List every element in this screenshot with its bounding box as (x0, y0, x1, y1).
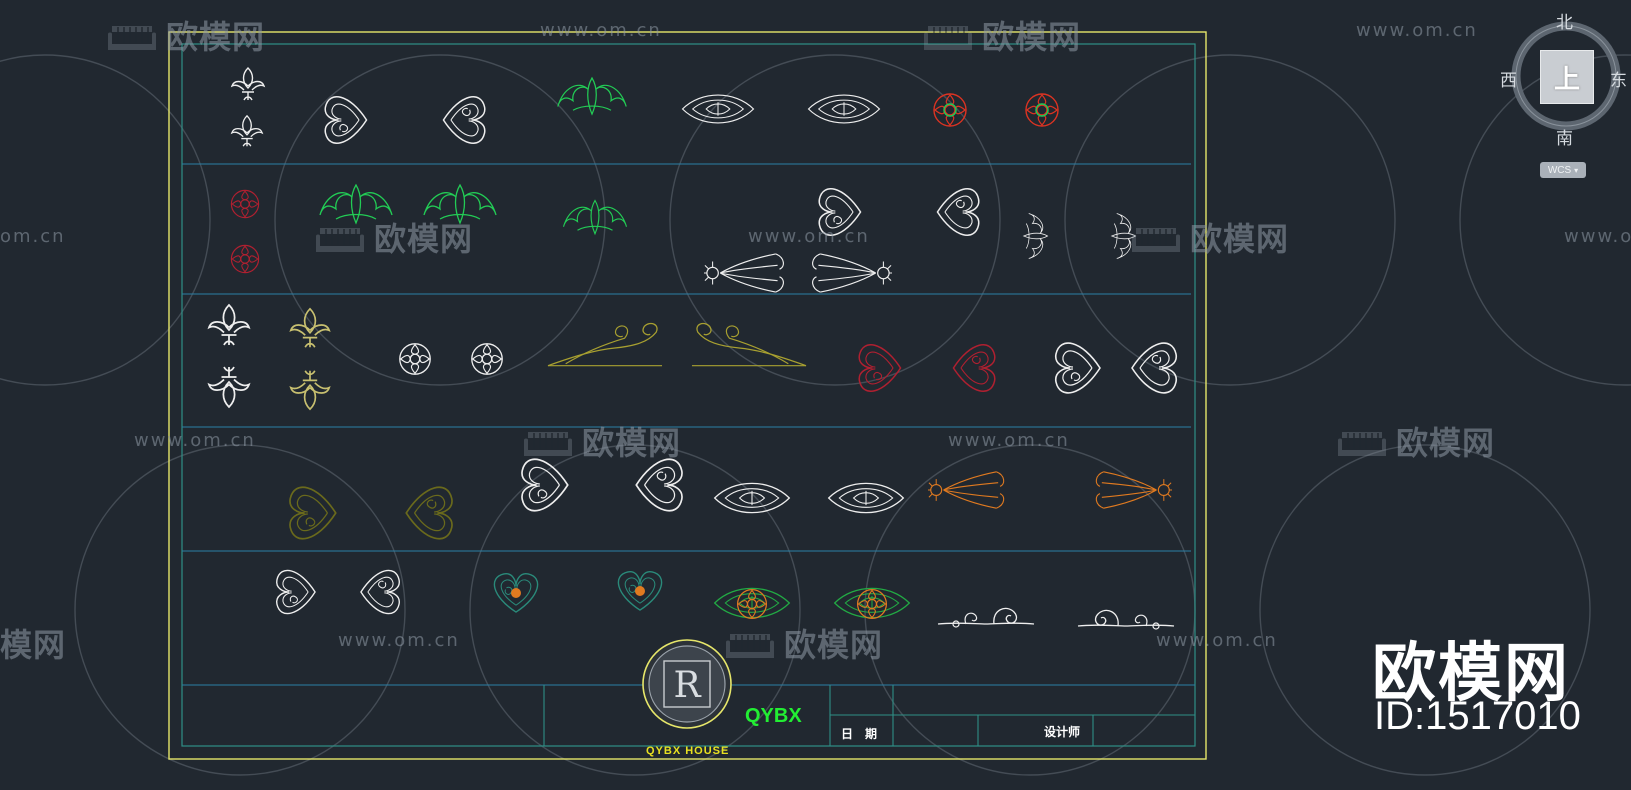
eye-scroll-icon (681, 94, 755, 124)
compass-north[interactable]: 北 (1556, 13, 1573, 33)
compass-east[interactable]: 东 (1610, 71, 1627, 91)
frame-inner (181, 43, 1196, 747)
fleur-de-lis-icon (208, 304, 250, 346)
fleur-de-lis-icon (289, 307, 331, 349)
acanthus-leaf-icon (562, 199, 628, 235)
model-id-text: ID:1517010 (1374, 694, 1581, 738)
designer-label: 设计师 (1044, 725, 1081, 739)
plume-ornament-icon (704, 253, 785, 293)
chevron-down-icon: ▾ (1574, 165, 1579, 175)
sofa-logo-icon (1128, 226, 1184, 256)
ornament-row-3 (208, 304, 1178, 411)
sofa-logo-icon (722, 632, 778, 662)
eye-scroll-icon (827, 482, 905, 514)
scroll-ornament-icon (937, 607, 1035, 628)
plume-ornament-icon (928, 471, 1005, 509)
medallion-ornament-icon (833, 587, 911, 619)
compass-south[interactable]: 南 (1556, 129, 1573, 149)
watermark-logo: 欧模网 (312, 214, 473, 260)
title-block-grid (543, 685, 1195, 746)
heart-scroll-icon (289, 486, 337, 540)
ornament-row-5 (275, 569, 1175, 630)
house-label: QYBX HOUSE (646, 745, 730, 757)
watermark-logo: 欧模网 (920, 12, 1081, 58)
heart-scroll-icon (936, 187, 980, 237)
compass-ring-icon[interactable] (1506, 12, 1626, 152)
watermark-url: om.cn (0, 226, 66, 247)
wave-scroll-icon (547, 322, 663, 367)
heart-scroll-icon (1131, 342, 1178, 394)
acanthus-leaf-icon (557, 77, 627, 115)
small-ornament-icon (230, 244, 260, 274)
rosette-icon (933, 93, 967, 127)
sofa-logo-icon (1334, 430, 1390, 460)
watermark-url: www.om.cn (748, 226, 870, 247)
filigree-icon (1022, 212, 1049, 260)
heart-scroll-icon (952, 343, 996, 393)
heart-scroll-icon (442, 95, 486, 145)
filigree-icon (275, 569, 316, 615)
sofa-logo-icon (520, 430, 576, 460)
watermark-logo: 欧模网 (722, 620, 883, 666)
wave-scroll-icon (691, 322, 807, 367)
rosette-icon (399, 343, 431, 375)
eye-scroll-icon (807, 94, 881, 124)
frame-outer (168, 31, 1207, 760)
heart-scroll-icon (1054, 342, 1101, 394)
medallion-ornament-icon (713, 587, 791, 619)
heart-scroll-icon (521, 458, 569, 512)
heart-scroll-icon (324, 95, 368, 145)
watermark-logo: 欧模网 (1334, 418, 1495, 464)
watermark-circles (0, 54, 1631, 776)
watermark-url: www.om.cn (540, 20, 662, 41)
watermark-url: www.om.cn (1156, 630, 1278, 651)
watermark-logo: 模网 (0, 626, 67, 664)
fleur-de-lis-icon (289, 369, 331, 411)
heart-scroll-icon (405, 486, 453, 540)
fleur-de-lis-icon (208, 366, 250, 408)
sofa-logo-icon (312, 226, 368, 256)
fleur-de-lis-icon (231, 67, 265, 101)
compass-west[interactable]: 西 (1500, 71, 1517, 91)
heart-scroll-icon (635, 458, 683, 512)
watermark-url: www.om.cn (1356, 20, 1478, 41)
viewcube-top-face[interactable]: 上 (1540, 50, 1594, 104)
ornament-row-4 (289, 458, 1172, 540)
heart-scroll-icon (858, 343, 902, 393)
watermark-url: www.om.cn (134, 430, 256, 451)
svg-text:R: R (673, 665, 701, 706)
project-code-label: QYBX (745, 705, 802, 727)
watermark-url: www.om.cn (338, 630, 460, 651)
watermark-logo: 欧模网 (104, 12, 265, 58)
row-separators (182, 163, 1195, 686)
medallion-seal-icon: R (642, 639, 732, 729)
plume-ornament-icon (1095, 471, 1172, 509)
wcs-dropdown-button[interactable]: WCS▾ (1540, 162, 1586, 178)
rosette-icon (1025, 93, 1059, 127)
fleur-de-lis-icon (231, 115, 263, 147)
viewcube[interactable]: 北 南 西 东 上 WCS▾ (1500, 12, 1627, 182)
date-label: 日 期 (841, 727, 878, 741)
watermark-url: www.om.cn (1564, 226, 1631, 247)
watermark-logo: 欧模网 (1128, 214, 1289, 260)
scroll-ornament-icon (1077, 609, 1175, 630)
eye-scroll-icon (713, 482, 791, 514)
sofa-logo-icon (920, 24, 976, 54)
plume-ornament-icon (811, 253, 892, 293)
brand-logo-text: 欧模网 (1372, 637, 1570, 711)
watermark-logo: 欧模网 (520, 418, 681, 464)
ornament-row-1 (231, 67, 1059, 147)
wcs-label: WCS (1547, 164, 1572, 176)
small-ornament-icon (230, 189, 260, 219)
watermark-url: www.om.cn (948, 430, 1070, 451)
filigree-icon (360, 569, 401, 615)
rosette-icon (471, 343, 503, 375)
sofa-logo-icon (104, 24, 160, 54)
